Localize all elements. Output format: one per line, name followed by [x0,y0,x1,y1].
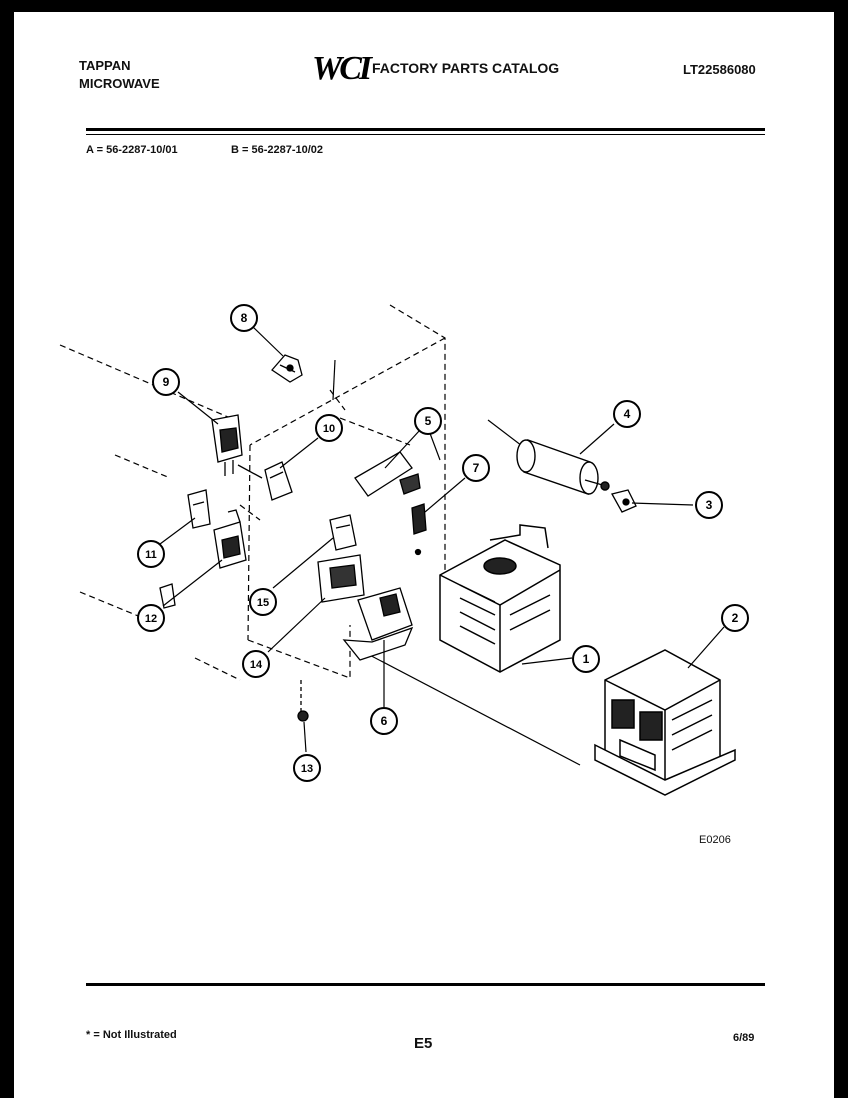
part-2-transformer [594,649,736,796]
variant-b: B = 56-2287-10/02 [231,144,324,156]
product-type: MICROWAVE [79,76,160,91]
callout-circle-4 [613,400,641,428]
callout-circle-3 [695,491,723,519]
footer-rule [86,983,765,986]
page-number: E5 [414,1035,433,1052]
part-15-clip [329,514,357,551]
callout-label-9: 9 [163,375,170,389]
callout-circle-1 [572,645,600,673]
callout-label-5: 5 [425,414,432,428]
callout-label-7: 7 [473,461,480,475]
variant-a: A = 56-2287-10/01 [86,144,178,156]
callout-circle-10 [315,414,343,442]
catalog-title: FACTORY PARTS CATALOG [372,60,560,76]
callout-circle-11 [137,540,165,568]
part-14-relay [317,554,365,603]
part-9-switch [211,414,263,479]
model-number: LT22586080 [683,62,756,77]
callout-circle-14 [242,650,270,678]
header-rule-top [86,128,765,131]
leader-lines [159,325,725,753]
callout-label-3: 3 [706,498,713,512]
part-5-fuse-holder [354,451,421,497]
callout-label-14: 14 [250,659,263,671]
callout-circle-6 [370,707,398,735]
wci-logo: WCI [312,50,372,87]
footnote: * = Not Illustrated [86,1029,177,1041]
callout-label-2: 2 [732,611,739,625]
revision-date: 6/89 [733,1032,755,1044]
part-1-magnetron [439,524,561,673]
callout-label-11: 11 [145,549,157,561]
callout-circle-12 [137,604,165,632]
callout-label-6: 6 [381,714,388,728]
callout-circle-15 [249,588,277,616]
part-13-screw [297,680,309,722]
part-7-clip [411,503,427,556]
callout-circle-9 [152,368,180,396]
part-10-clip [264,461,293,501]
header-rule-bottom [86,134,765,135]
brand-name: TAPPAN [79,58,131,73]
callout-circle-7 [462,454,490,482]
part-12-switch [159,509,247,609]
callout-label-1: 1 [583,652,590,666]
callout-circle-2 [721,604,749,632]
part-4-capacitor [516,439,610,495]
callout-circle-5 [414,407,442,435]
drawing-code: E0206 [699,834,731,846]
part-8-bracket [271,354,303,383]
callout-circle-8 [230,304,258,332]
part-6-relay-base [342,587,414,661]
part-3-bracket [611,489,637,513]
callout-label-15: 15 [257,597,269,609]
part-11-switch [187,489,211,529]
callouts [137,304,749,782]
callout-label-13: 13 [301,763,313,775]
callout-circle-13 [293,754,321,782]
callout-label-12: 12 [145,613,157,625]
callout-label-8: 8 [241,311,248,325]
callout-label-4: 4 [624,407,631,421]
callout-label-10: 10 [323,423,335,435]
